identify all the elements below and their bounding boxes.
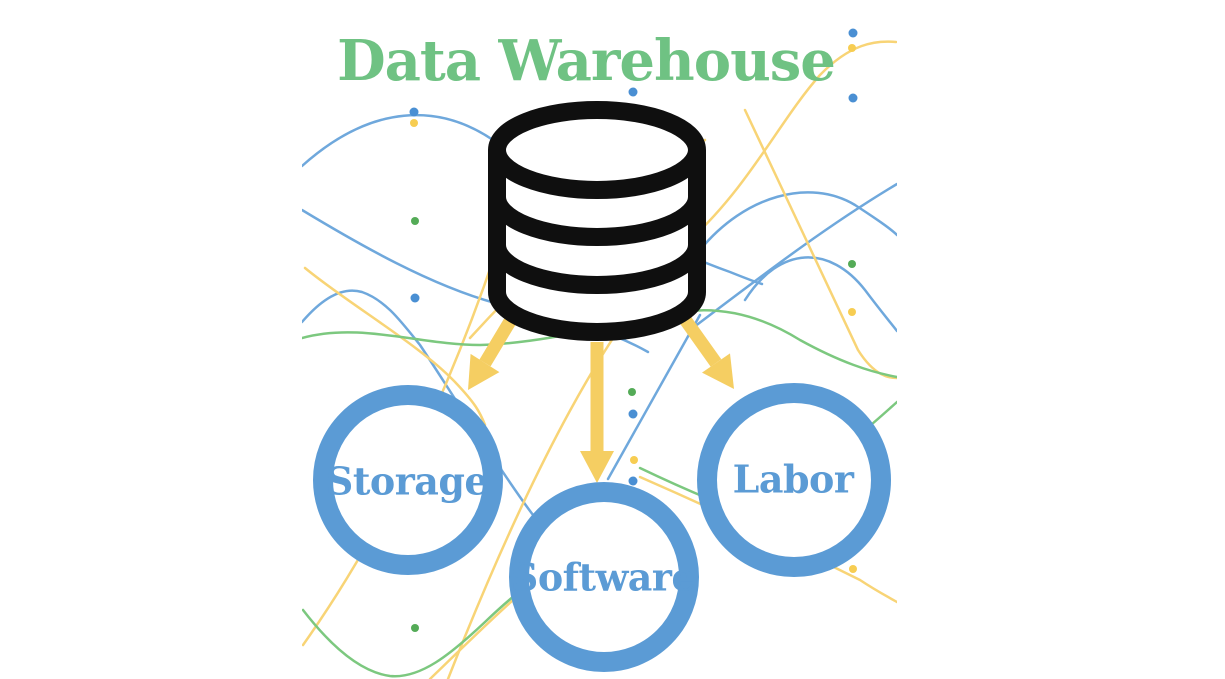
arrow-to-storage — [468, 314, 518, 390]
database-cylinder-icon — [488, 101, 706, 341]
node-label-storage: Storage — [325, 458, 489, 504]
wave-blue-diagonal-to-software — [606, 313, 702, 481]
diagram-title: Data Warehouse — [337, 28, 836, 94]
wave-blue-right-diagonal — [688, 182, 897, 332]
wave-yellow-right-diagonal — [743, 108, 897, 380]
node-label-software: Software — [510, 554, 696, 600]
wave-yellow-left-sweep — [303, 266, 487, 427]
node-circle-labor — [697, 383, 891, 577]
wave-blue-right-arch — [698, 191, 897, 252]
node-circle-software — [509, 482, 699, 672]
node-label-labor: Labor — [732, 456, 854, 502]
arrow-to-labor — [678, 314, 734, 389]
wave-green-bottom-valley — [302, 575, 542, 678]
connector-arrows — [468, 314, 734, 483]
wave-blue-right-hump — [743, 256, 897, 333]
node-circles — [313, 383, 891, 672]
wave-yellow-bottom-left-rise — [428, 599, 514, 679]
node-circle-storage — [313, 385, 503, 575]
arrow-to-software — [580, 342, 614, 483]
